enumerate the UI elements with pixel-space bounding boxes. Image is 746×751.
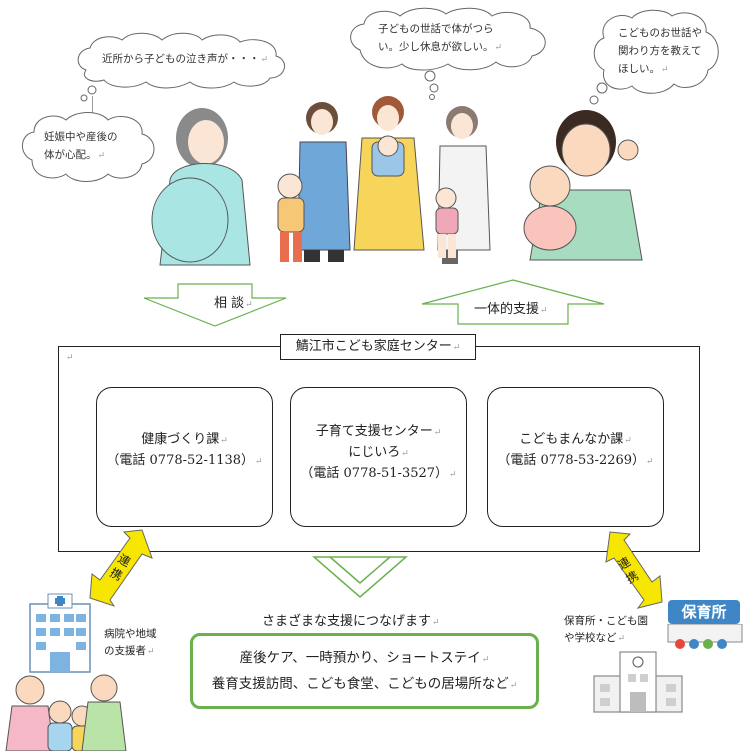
dept-childcare-sub: にじいろ	[348, 445, 401, 460]
bubble-teach-line3: ほしい。	[618, 63, 660, 75]
services-line2: 養育支援訪問、こども食堂、こどもの居場所など	[211, 676, 509, 692]
school-label-line2: や学校など	[564, 632, 617, 644]
bubble-teach-line1: こどものお世話や	[618, 27, 702, 39]
dept-kodomo: こどもまんなか課↵ （電話 0778-53-2269）↵	[487, 387, 664, 527]
families-illustration	[151, 96, 643, 266]
dept-health-name: 健康づくり課	[141, 432, 220, 447]
nursery-sign: 保育所	[668, 600, 740, 624]
hospital-building-icon	[29, 593, 91, 673]
bubble-pregnant-line1: 妊娠中や産後の	[44, 131, 118, 143]
hospital-label-line2: の支援者	[104, 645, 146, 657]
supporters-illustration	[5, 674, 127, 751]
bubble-tired-tail-dots	[424, 70, 439, 100]
nursery-building-icon	[667, 624, 743, 649]
bubble-tired: 子どもの世話で体がつら い。少し休息が欲しい。↵	[346, 6, 554, 72]
bubble-tail-dots	[80, 85, 97, 102]
hospital-label-line1: 病院や地域	[104, 628, 157, 640]
bubble-teach-line2: 関わり方を教えて	[618, 45, 702, 57]
dept-kodomo-phone: （電話 0778-53-2269）	[497, 453, 646, 468]
school-label-line1: 保育所・こども園	[564, 615, 648, 627]
dept-kodomo-name: こどもまんなか課	[519, 432, 624, 447]
services-box: 産後ケア、一時預かり、ショートステイ↵ 養育支援訪問、こども食堂、こどもの居場所…	[190, 633, 539, 709]
connect-text: さまざまな支援につなげます	[262, 614, 432, 629]
baby-figure	[523, 165, 577, 251]
link-arrow-right	[605, 531, 663, 609]
consult-arrow	[143, 283, 287, 327]
family-center-title: 鯖江市こども家庭センター↵	[280, 334, 476, 360]
consult-label: 相 談	[214, 296, 245, 311]
pregnant-woman-figure	[151, 108, 251, 266]
down-chevron-arrow	[311, 556, 409, 598]
dept-childcare-name: 子育て支援センター	[315, 424, 433, 439]
bubble-pregnant-line2: 体が心配。	[44, 149, 97, 161]
bubble-tired-line2: い。少し休息が欲しい。	[378, 41, 494, 53]
bubble-neighbor: 近所から子どもの泣き声が・・・↵	[72, 30, 294, 92]
services-line1: 産後ケア、一時預かり、ショートステイ	[239, 650, 481, 666]
boy-figure	[277, 173, 305, 262]
bubble-tired-line1: 子どもの世話で体がつら	[378, 23, 494, 35]
dept-childcare: 子育て支援センター↵ にじいろ↵ （電話 0778-51-3527）↵	[290, 387, 467, 527]
school-building-icon	[593, 651, 683, 713]
woman-suit-figure	[297, 102, 351, 262]
bubble-teach-tail-dots	[589, 82, 608, 105]
dept-health-phone: （電話 0778-52-1138）	[106, 453, 255, 468]
support-arrow	[421, 279, 605, 325]
woman-carrier-figure	[353, 96, 425, 251]
link-arrow-left	[89, 529, 153, 607]
girl-figure	[435, 187, 459, 258]
bubble-neighbor-text: 近所から子どもの泣き声が・・・	[102, 53, 260, 65]
bubble-connector-line	[92, 96, 93, 126]
bubble-pregnant: 妊娠中や産後の 体が心配。↵	[18, 108, 160, 186]
support-label: 一体的支援	[474, 302, 540, 317]
dept-childcare-phone: （電話 0778-51-3527）	[300, 466, 449, 481]
dept-health: 健康づくり課↵ （電話 0778-52-1138）↵	[96, 387, 273, 527]
bubble-teach: こどものお世話や 関わり方を教えて ほしい。↵	[590, 8, 722, 96]
